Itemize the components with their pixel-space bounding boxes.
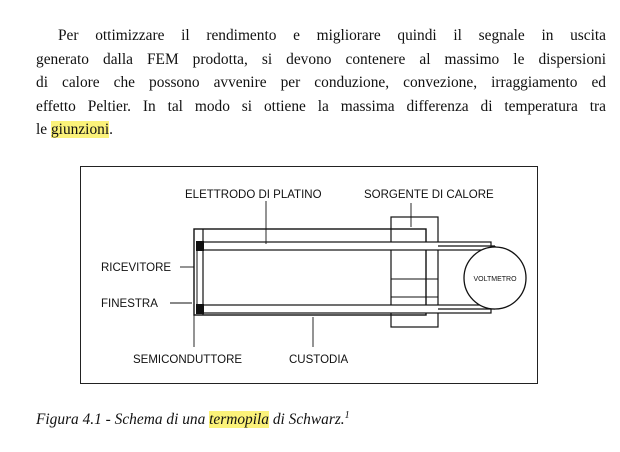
paragraph-line-4: effetto Peltier. In tal modo si ottiene … [36,97,606,115]
voltmeter-label: VOLTMETRO [473,276,517,283]
label-ricevitore: RICEVITORE [101,262,171,274]
heat-source-block [390,216,439,328]
paragraph-line-5-post: . [109,121,113,138]
voltmeter-icon [463,246,527,310]
housing-outer [193,228,427,316]
label-custodia: CUSTODIA [289,354,349,366]
caption-post: di Schwarz. [268,411,345,429]
paragraph-line-3: di calore che possono avvenire per condu… [36,74,606,91]
figure-frame: VOLTMETRO ELETTRODO DI PLATINO SORGENTE … [80,166,538,384]
thermopile-diagram: VOLTMETRO ELETTRODO DI PLATINO SORGENTE … [101,189,527,366]
caption-footnote: 1 [344,410,350,421]
label-elettrodo: ELETTRODO DI PLATINO [185,189,322,201]
paragraph-line-5-pre: le [36,121,51,138]
body-paragraph: Per ottimizzare il rendimento e migliora… [36,24,606,142]
label-sorgente: SORGENTE DI CALORE [364,189,494,201]
figure-caption: Figura 4.1 - Schema di una termopila di … [36,410,350,429]
highlight-termopila: termopila [209,411,269,429]
receiver-junction-upper [196,241,204,251]
label-semiconduttore: SEMICONDUTTORE [133,354,242,366]
label-finestra: FINESTRA [101,298,158,310]
paragraph-line-5: le giunzioni. [36,118,606,142]
highlight-giunzioni: giunzioni [50,121,110,138]
caption-pre: Figura 4.1 - Schema di una [36,411,210,429]
paragraph-line-1: Per ottimizzare il rendimento e migliora… [58,27,606,44]
paragraph-line-2: generato dalla FEM prodotta, si devono c… [36,50,606,68]
receiver-junction-lower [196,304,204,314]
